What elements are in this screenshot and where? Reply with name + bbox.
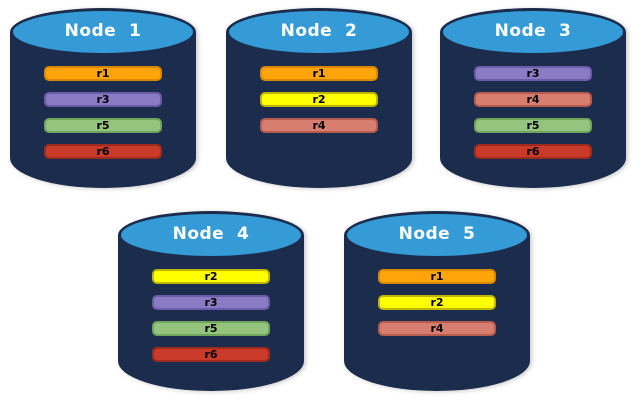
replica-bar: r5 <box>44 118 162 133</box>
replica-bar: r6 <box>474 144 592 159</box>
database-cylinder-node-3: Node 3 r3 r4 r5 r6 <box>440 8 626 188</box>
cylinder-top-ellipse: Node 2 <box>226 8 412 56</box>
node-title: Node 2 <box>280 21 358 41</box>
replica-bar: r4 <box>378 321 496 336</box>
cylinder-top-ellipse: Node 4 <box>118 211 304 259</box>
cylinder-body <box>226 32 412 188</box>
cylinder-body <box>344 235 530 391</box>
replica-bar: r3 <box>474 66 592 81</box>
node-title: Node 5 <box>398 224 476 244</box>
database-cylinder-node-4: Node 4 r2 r3 r5 r6 <box>118 211 304 391</box>
replica-list: r3 r4 r5 r6 <box>440 66 626 159</box>
replica-bar: r1 <box>260 66 378 81</box>
replica-bar: r2 <box>152 269 270 284</box>
cylinder-body <box>440 32 626 188</box>
node-title: Node 1 <box>64 21 142 41</box>
replica-bar: r6 <box>44 144 162 159</box>
database-cylinder-node-2: Node 2 r1 r2 r4 <box>226 8 412 188</box>
replica-bar: r3 <box>44 92 162 107</box>
replica-bar: r2 <box>260 92 378 107</box>
database-cylinder-node-5: Node 5 r1 r2 r4 <box>344 211 530 391</box>
cylinder-top-ellipse: Node 5 <box>344 211 530 259</box>
replica-bar: r6 <box>152 347 270 362</box>
node-title: Node 3 <box>494 21 572 41</box>
replica-bar: r4 <box>474 92 592 107</box>
replica-bar: r5 <box>474 118 592 133</box>
database-cylinder-node-1: Node 1 r1 r3 r5 r6 <box>10 8 196 188</box>
replica-bar: r4 <box>260 118 378 133</box>
replica-list: r2 r3 r5 r6 <box>118 269 304 362</box>
replica-bar: r5 <box>152 321 270 336</box>
replica-list: r1 r3 r5 r6 <box>10 66 196 159</box>
cylinder-top-ellipse: Node 1 <box>10 8 196 56</box>
replica-bar: r2 <box>378 295 496 310</box>
replica-list: r1 r2 r4 <box>344 269 530 336</box>
cylinder-body <box>10 32 196 188</box>
replica-bar: r1 <box>378 269 496 284</box>
cylinder-body <box>118 235 304 391</box>
node-title: Node 4 <box>172 224 250 244</box>
replica-list: r1 r2 r4 <box>226 66 412 133</box>
cylinder-top-ellipse: Node 3 <box>440 8 626 56</box>
replica-bar: r3 <box>152 295 270 310</box>
replica-bar: r1 <box>44 66 162 81</box>
